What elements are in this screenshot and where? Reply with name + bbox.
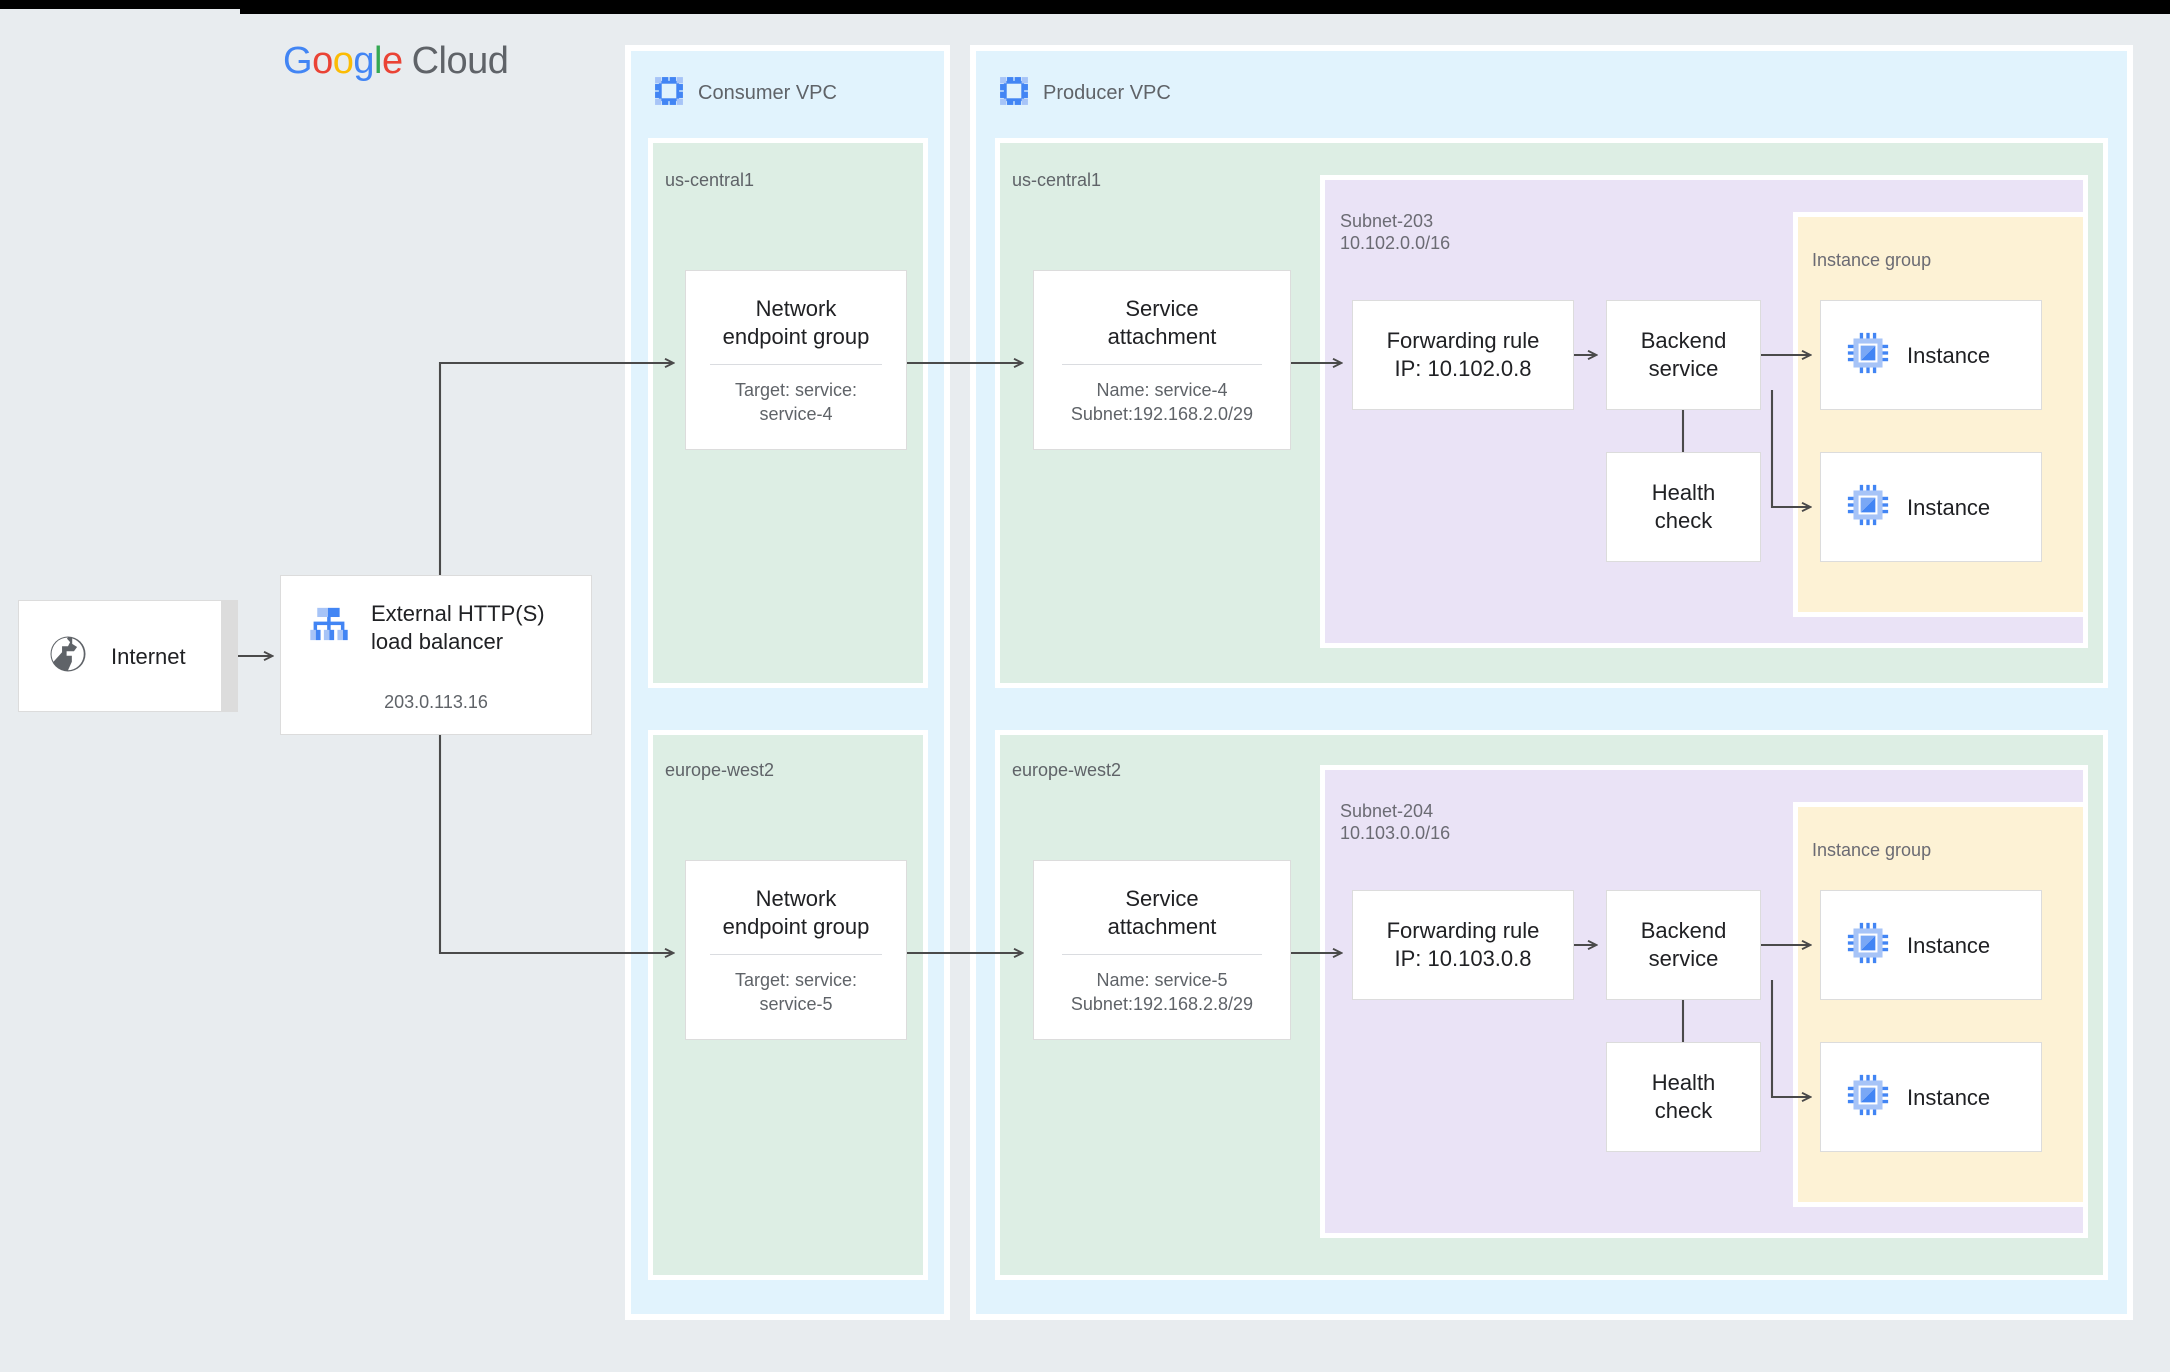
health-check-card-2[interactable]: Health check xyxy=(1606,1042,1761,1152)
subnet-203-label: Subnet-203 10.102.0.0/16 xyxy=(1340,210,1450,254)
logo-letter-g: G xyxy=(283,40,313,82)
service-attachment-card-2[interactable]: Service attachment Name: service-5 Subne… xyxy=(1033,860,1291,1040)
top-band-left xyxy=(0,0,240,9)
logo-word-cloud: Cloud xyxy=(411,40,509,82)
cpu-chip-icon xyxy=(1847,484,1889,531)
backend-service-title-2: Backend service xyxy=(1640,918,1727,971)
logo-letter-e: e xyxy=(381,40,403,82)
backend-service-title-1: Backend service xyxy=(1640,328,1727,381)
producer-vpc-title: Producer VPC xyxy=(1043,82,1171,104)
instance-group-1-label: Instance group xyxy=(1812,250,1932,270)
service-attachment-card-1[interactable]: Service attachment Name: service-4 Subne… xyxy=(1033,270,1291,450)
internet-label: Internet xyxy=(111,643,186,669)
globe-icon xyxy=(47,633,89,680)
instance-label-1a: Instance xyxy=(1907,342,1991,368)
backend-service-card-1[interactable]: Backend service xyxy=(1606,300,1761,410)
card-divider xyxy=(1062,953,1262,955)
producer-region-label-1: us-central1 xyxy=(1012,170,1102,190)
instance-label-1b: Instance xyxy=(1907,494,1991,520)
load-balancer-card[interactable]: External HTTP(S) load balancer 203.0.113… xyxy=(280,575,592,735)
neg-subtitle-2: Target: service: service-5 xyxy=(734,969,858,1014)
subnet-203-name: Subnet-203 xyxy=(1340,211,1434,231)
subnet-203-cidr: 10.102.0.0/16 xyxy=(1340,233,1451,253)
load-balancer-header: External HTTP(S) load balancer xyxy=(307,600,565,656)
instance-card-1a[interactable]: Instance xyxy=(1820,300,2042,410)
consumer-region-label-2: europe-west2 xyxy=(665,760,775,780)
neg-subtitle-1: Target: service: service-4 xyxy=(734,379,858,424)
subnet-204-label: Subnet-204 10.103.0.0/16 xyxy=(1340,800,1450,844)
consumer-region-label-1: us-central1 xyxy=(665,170,755,190)
vpc-icon xyxy=(650,72,688,110)
instance-card-1b[interactable]: Instance xyxy=(1820,452,2042,562)
instance-group-2-label: Instance group xyxy=(1812,840,1932,860)
vpc-icon xyxy=(995,72,1033,110)
load-balancer-hierarchy-icon xyxy=(307,604,351,653)
instance-card-2b[interactable]: Instance xyxy=(1820,1042,2042,1152)
consumer-vpc-title: Consumer VPC xyxy=(698,82,837,104)
network-endpoint-group-card-2[interactable]: Network endpoint group Target: service: … xyxy=(685,860,907,1040)
logo-letter-l: l xyxy=(373,40,382,82)
top-band-right xyxy=(240,0,2170,14)
logo-letter-g2: g xyxy=(353,40,374,82)
health-check-card-1[interactable]: Health check xyxy=(1606,452,1761,562)
neg-title-1: Network endpoint group xyxy=(722,295,870,349)
sa-subtitle-1: Name: service-4 Subnet:192.168.2.0/29 xyxy=(1070,379,1254,424)
instance-card-2a[interactable]: Instance xyxy=(1820,890,2042,1000)
internet-card[interactable]: Internet xyxy=(18,600,222,712)
health-check-title-1: Health check xyxy=(1651,480,1716,533)
neg-title-2: Network endpoint group xyxy=(722,885,870,939)
health-check-title-2: Health check xyxy=(1651,1070,1716,1123)
forwarding-rule-card-2[interactable]: Forwarding rule IP: 10.103.0.8 xyxy=(1352,890,1574,1000)
card-divider xyxy=(710,363,882,365)
network-endpoint-group-card-1[interactable]: Network endpoint group Target: service: … xyxy=(685,270,907,450)
sa-subtitle-2: Name: service-5 Subnet:192.168.2.8/29 xyxy=(1070,969,1254,1014)
sa-title-2: Service attachment xyxy=(1107,885,1217,939)
cpu-chip-icon xyxy=(1847,332,1889,379)
card-divider xyxy=(710,953,882,955)
logo-letter-o2: o xyxy=(332,40,354,82)
subnet-204-cidr: 10.103.0.0/16 xyxy=(1340,823,1451,843)
card-divider xyxy=(1062,363,1262,365)
instance-label-2b: Instance xyxy=(1907,1084,1991,1110)
forwarding-rule-title-2: Forwarding rule IP: 10.103.0.8 xyxy=(1386,918,1540,971)
logo-letter-o1: o xyxy=(312,40,333,82)
forwarding-rule-card-1[interactable]: Forwarding rule IP: 10.102.0.8 xyxy=(1352,300,1574,410)
cpu-chip-icon xyxy=(1847,922,1889,969)
subnet-204-name: Subnet-204 xyxy=(1340,801,1434,821)
instance-label-2a: Instance xyxy=(1907,932,1991,958)
load-balancer-ip: 203.0.113.16 xyxy=(384,692,488,712)
forwarding-rule-title-1: Forwarding rule IP: 10.102.0.8 xyxy=(1386,328,1540,381)
producer-region-label-2: europe-west2 xyxy=(1012,760,1122,780)
sa-title-1: Service attachment xyxy=(1107,295,1217,349)
backend-service-card-2[interactable]: Backend service xyxy=(1606,890,1761,1000)
cpu-chip-icon xyxy=(1847,1074,1889,1121)
load-balancer-title: External HTTP(S) load balancer xyxy=(371,601,545,654)
